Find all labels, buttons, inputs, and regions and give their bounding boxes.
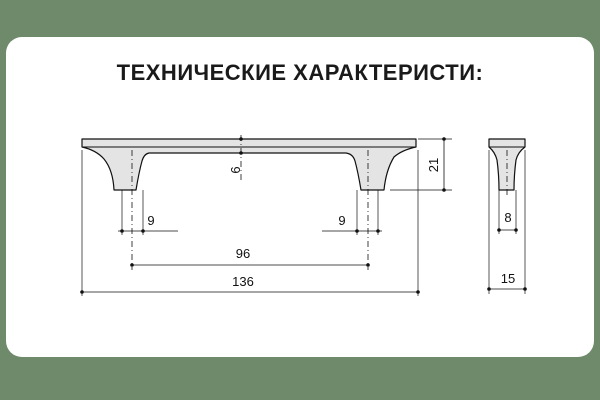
center-distance-label: 96	[236, 246, 250, 261]
left-leg-label: 9	[147, 213, 154, 228]
content-card	[6, 37, 594, 357]
thickness-label: 6	[228, 166, 243, 173]
handle-body	[81, 138, 417, 191]
side-leg-label: 8	[504, 210, 511, 225]
right-leg-label: 9	[338, 213, 345, 228]
page-title: ТЕХНИЧЕСКИЕ ХАРАКТЕРИСТИ:	[116, 60, 484, 85]
left-leg-dimension: 9	[118, 213, 178, 233]
handle-side-view: 8 15	[487, 138, 527, 294]
height-label: 21	[426, 158, 441, 172]
total-length-dimension: 136	[80, 274, 420, 294]
center-distance-dimension: 96	[130, 246, 370, 267]
side-width-label: 15	[501, 271, 515, 286]
total-length-label: 136	[232, 274, 254, 289]
height-dimension: 21	[390, 137, 452, 192]
handle-front-view	[81, 135, 419, 296]
right-leg-dimension: 9	[322, 213, 382, 233]
